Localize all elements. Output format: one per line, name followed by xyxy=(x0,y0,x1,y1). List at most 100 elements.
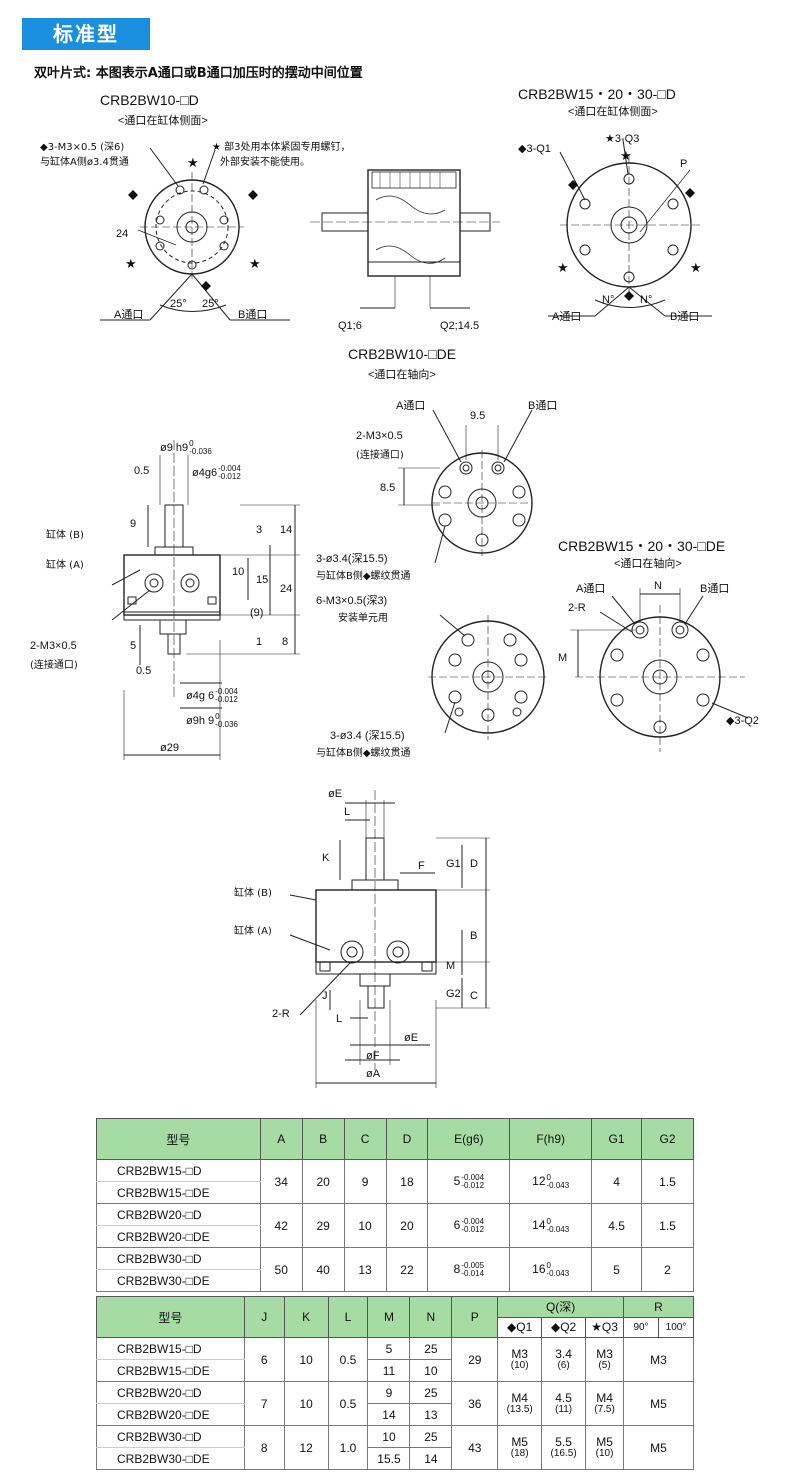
table2-header: K xyxy=(283,1296,329,1338)
table1-header: G2 xyxy=(641,1118,694,1160)
value-cell: 43 xyxy=(451,1425,499,1470)
drawing1-dim-24: 24 xyxy=(116,228,129,240)
model-cell: CRB2BW15-□DE xyxy=(96,1359,245,1382)
drawing8-e2: øE xyxy=(404,1032,419,1044)
drawing4-dim-1: 1 xyxy=(256,636,263,648)
value-cell-q2: 4.5(11) xyxy=(541,1381,587,1426)
drawing3-p: P xyxy=(680,158,688,170)
marker-symbols: ★ ★ ★ ★ ★ ★ xyxy=(125,148,702,301)
value-cell: 42 xyxy=(259,1203,303,1248)
table-row: CRB2BW30-□DE xyxy=(96,1269,694,1292)
bottom-view-crb2bw10 xyxy=(428,614,548,740)
end-view-crb2bw10-de xyxy=(398,409,533,564)
drawing8-m: M xyxy=(446,960,456,972)
value-cell-e: 8-0.005-0.014 xyxy=(427,1247,511,1292)
drawing8-d: D xyxy=(470,858,478,870)
value-cell: 13 xyxy=(343,1247,387,1292)
drawing5-m3-note: (连接通口) xyxy=(356,450,404,461)
value-cell: 14 xyxy=(409,1447,453,1470)
drawing6-m3-note: 安装单元用 xyxy=(338,613,388,624)
table2-header: 型号 xyxy=(96,1296,245,1338)
drawing6-hole-note: 与缸体B侧◆螺纹贯通 xyxy=(316,748,411,759)
drawing3-n1: N° xyxy=(602,294,615,306)
drawing8-k: K xyxy=(322,852,330,864)
drawing4-m3-note: (连接通口) xyxy=(30,660,78,671)
drawing1-callout2a: ★ 部3处用本体紧固专用螺钉， xyxy=(212,142,351,153)
value-cell-f: 120-0.043 xyxy=(509,1159,593,1204)
value-cell: 20 xyxy=(301,1159,345,1204)
end-view-crb2bw10-d xyxy=(100,147,290,321)
drawing5-dim-85: 8.5 xyxy=(380,482,396,494)
drawing4-dim-10: 10 xyxy=(232,566,245,578)
table2-subheader: 100° xyxy=(657,1316,695,1338)
value-cell-e: 6-0.004-0.012 xyxy=(427,1203,511,1248)
model-cell: CRB2BW15-□D xyxy=(96,1337,245,1360)
drawing4-dim-05a: 0.5 xyxy=(134,465,150,477)
table2-subheader: ◆Q1 xyxy=(497,1316,543,1338)
table1-header-row: 型号 A B C D E(g6) F(h9) G1 G2 xyxy=(96,1118,694,1160)
drawing2-note: <通口在轴向> xyxy=(368,369,436,381)
value-cell-q1: M5(18) xyxy=(497,1425,543,1470)
drawing8-cyl-a: 缸体 (A) xyxy=(234,926,272,937)
drawing8-cyl-b: 缸体 (B) xyxy=(234,888,272,899)
value-cell: 15.5 xyxy=(367,1447,411,1470)
drawing7-model: CRB2BW15・20・30-□DE xyxy=(558,538,726,554)
drawing5-dim-95: 9.5 xyxy=(470,410,486,422)
drawing1-port-b: B通口 xyxy=(238,309,268,321)
value-cell: 5 xyxy=(367,1337,411,1360)
table2-subheader: ◆Q2 xyxy=(541,1316,587,1338)
value-cell: 34 xyxy=(259,1159,303,1204)
drawing7-port-b: B通口 xyxy=(700,583,730,595)
drawing4-dim-9p: (9) xyxy=(250,607,264,619)
table2-header: L xyxy=(327,1296,369,1338)
end-view-crb2bw15-30-d xyxy=(548,139,712,317)
drawing1-angle1: 25° xyxy=(170,298,187,310)
value-cell: 13 xyxy=(409,1403,453,1426)
model-cell: CRB2BW15-□DE xyxy=(96,1181,261,1204)
value-cell: 10 xyxy=(343,1203,387,1248)
drawing4-dim-14: 14 xyxy=(280,524,293,536)
table-row: CRB2BW20-□D 7 10 0.5 9 25 36 M4(13.5) 4.… xyxy=(96,1381,694,1426)
drawing4-dim-05b: 0.5 xyxy=(136,665,152,677)
value-cell: 5 xyxy=(591,1247,642,1292)
table1-header: E(g6) xyxy=(427,1118,511,1160)
end-view-crb2bw15-30-de xyxy=(570,588,749,752)
drawing8-b: B xyxy=(470,930,478,942)
model-cell: CRB2BW20-□D xyxy=(96,1381,245,1404)
value-cell: 11 xyxy=(367,1359,411,1382)
drawing3-q1: ◆3-Q1 xyxy=(518,143,551,155)
value-cell: M5 xyxy=(623,1381,694,1426)
drawing4-dim-24: 24 xyxy=(280,583,293,595)
table2-header: Q(深) xyxy=(497,1296,625,1318)
drawing1-callout1a: ◆3-M3×0.5 (深6) xyxy=(40,142,125,153)
table2-subheader-row: ◆Q1 ◆Q2 ★Q3 90° 100° xyxy=(97,1316,695,1338)
drawing5-port-a: A通口 xyxy=(396,400,426,412)
value-cell: 9 xyxy=(343,1159,387,1204)
drawing6-hole: 3-ø3.4 (深15.5) xyxy=(330,730,405,742)
value-cell: 4.5 xyxy=(591,1203,642,1248)
model-cell: CRB2BW30-□D xyxy=(96,1247,261,1270)
technical-drawings: ★ ★ ★ ★ ★ ★ xyxy=(100,139,749,1088)
value-cell: 25 xyxy=(409,1381,453,1404)
table-row: CRB2BW20-□DE 14 13 xyxy=(96,1403,694,1426)
drawing5-port-b: B通口 xyxy=(528,400,558,412)
drawing8-g1: G1 xyxy=(446,858,461,870)
drawing8-e: øE xyxy=(328,788,343,800)
value-cell: 10 xyxy=(283,1337,329,1382)
drawing4-shaft-top: ø9 h90-0.036 xyxy=(160,439,212,456)
drawing1-callout1b: 与缸体A侧ø3.4贯通 xyxy=(40,157,129,168)
drawing8-j: J xyxy=(322,990,328,1002)
drawing7-m: M xyxy=(558,652,568,664)
drawing5-m3: 2-M3×0.5 xyxy=(356,430,403,442)
table2-header: J xyxy=(243,1296,285,1338)
drawing5-hole: 3-ø3.4(深15.5) xyxy=(316,553,388,565)
value-cell: 40 xyxy=(301,1247,345,1292)
model-cell: CRB2BW20-□D xyxy=(96,1203,261,1226)
drawing4-cyl-b: 缸体 (B) xyxy=(46,530,84,541)
drawing8-a: øA xyxy=(366,1068,381,1080)
svg-text:★: ★ xyxy=(249,256,261,271)
value-cell: 1.0 xyxy=(327,1425,369,1470)
drawing1-callout2b: 外部安装不能使用。 xyxy=(220,157,310,168)
model-cell: CRB2BW30-□D xyxy=(96,1425,245,1448)
value-cell: M5 xyxy=(623,1425,694,1470)
